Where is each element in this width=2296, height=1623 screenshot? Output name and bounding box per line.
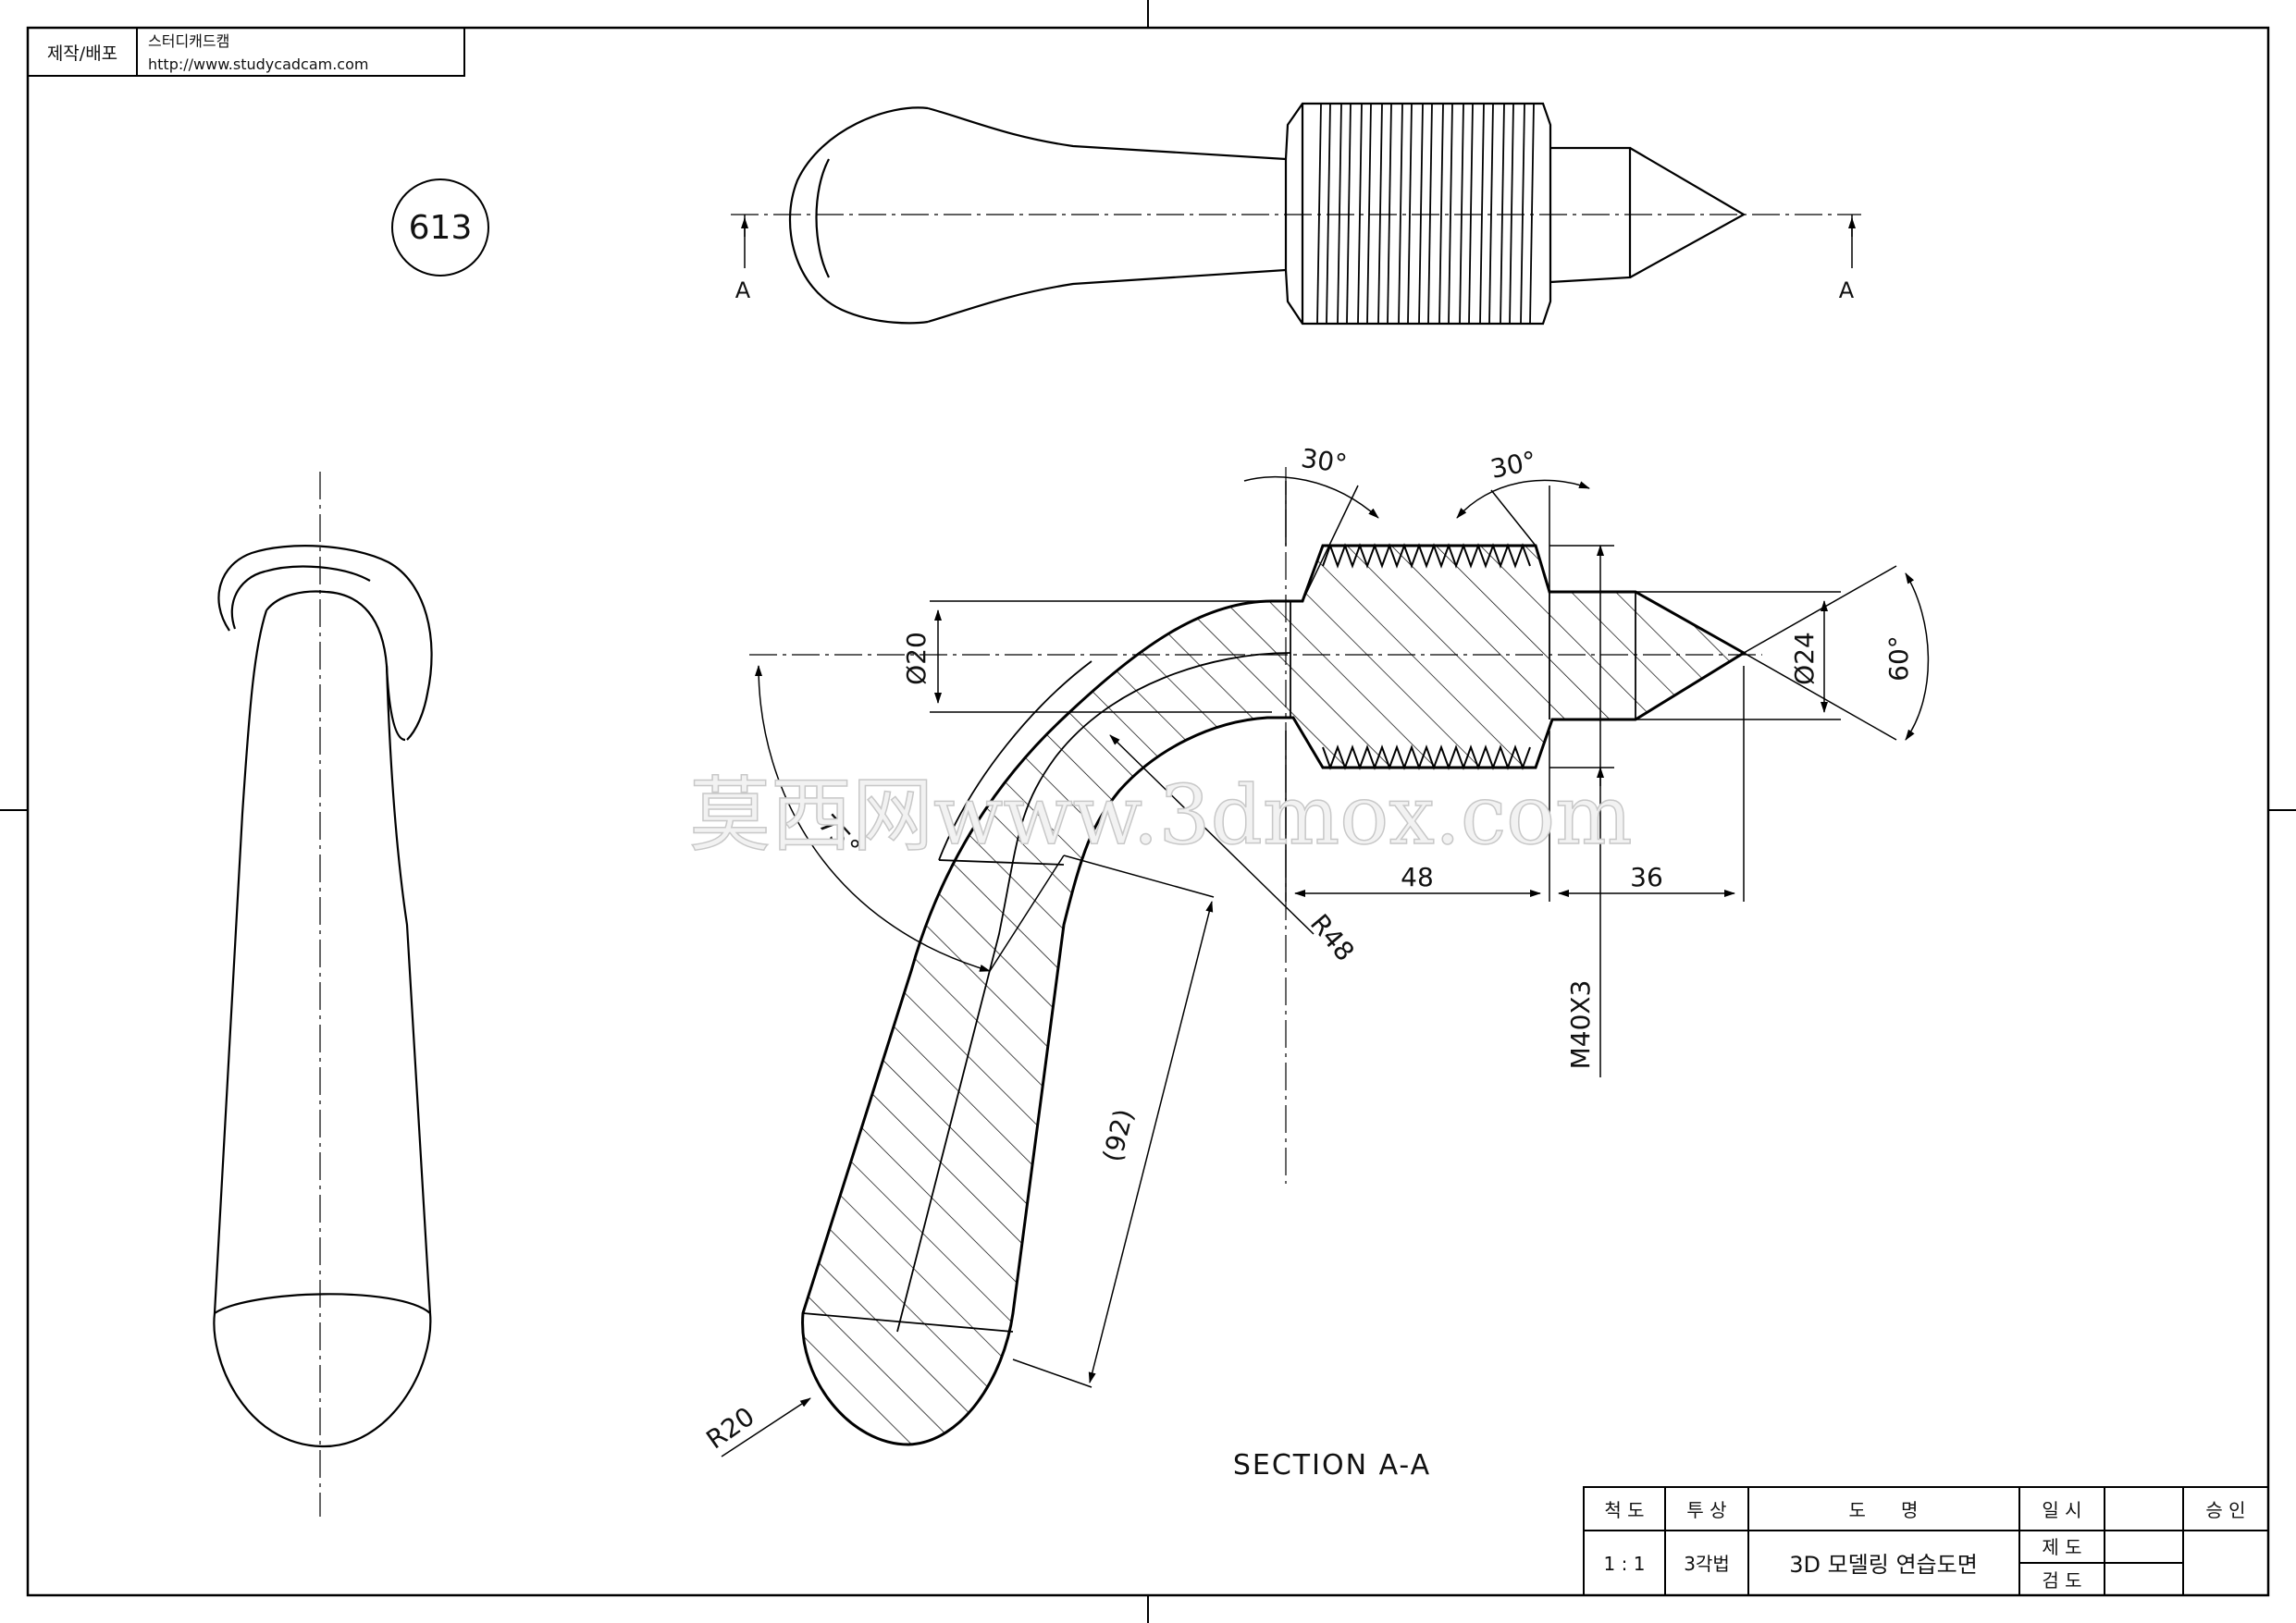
watermark: 莫西网www.3dmox.com [689,768,1633,863]
dim-30-left-label: 30° [1299,443,1349,480]
drawing-number: 613 [409,209,473,247]
tb-drawing-name: 3D 모델링 연습도면 [1789,1552,1978,1578]
header-box: 제작/배포 스터디캐드캠 http://www.studycadcam.com [27,27,465,77]
dim-angle-60 [1743,565,1930,741]
tb-drafted-label: 제 도 [2042,1536,2081,1558]
tb-projection-value: 3각법 [1684,1553,1730,1575]
dim-dia-24 [1636,591,1841,720]
dim-angle-75 [755,665,1065,972]
dim-r48-label: R48 [1304,908,1361,966]
section-internal-lines [802,592,1636,1333]
dim-thread [1549,545,1614,1077]
dim-48-label: 48 [1401,862,1434,892]
section-body [801,544,1747,1446]
thread-profile-bottom [1322,744,1531,770]
dim-radius-48 [1109,734,1315,935]
dim-30-right-label: 30° [1487,445,1538,485]
thread-lines [1316,103,1535,325]
dim-dia-24-label: Ø24 [1789,632,1820,685]
tb-scale-header: 척 도 [1604,1499,1644,1521]
dim-len-48-36 [1285,666,1745,902]
dim-36-label: 36 [1630,862,1663,892]
dim-len-92 [1012,855,1215,1388]
tb-approval-header: 승 인 [2205,1499,2245,1521]
tb-checked-label: 검 도 [2042,1569,2081,1592]
drawing-number-badge: 613 [391,178,489,277]
section-mark-right: A [1839,277,1855,303]
header-label: 제작/배포 [47,43,117,64]
section-view: 30° 30° Ø20 Ø24 60° [701,443,1930,1457]
dim-dia-20-label: Ø20 [901,632,932,685]
top-view [731,102,1861,326]
tb-name-header: 도 명 [1849,1499,1919,1521]
dim-r20-label: R20 [701,1401,760,1456]
title-block [1583,1486,2269,1596]
tb-date-header: 일 시 [2042,1499,2081,1521]
side-view [213,472,433,1517]
header-company: 스터디캐드캠 [148,32,229,50]
dim-angle-30-right [1456,479,1590,592]
dim-radius-20 [721,1397,811,1457]
header-url[interactable]: http://www.studycadcam.com [148,55,368,73]
dim-60-label: 60° [1883,635,1914,682]
dim-92-label: (92) [1097,1106,1140,1165]
thread-profile-top [1322,543,1531,569]
dim-angle-30-left [1243,476,1379,602]
tb-projection-header: 투 상 [1686,1499,1726,1521]
tb-scale-value: 1 : 1 [1604,1553,1646,1575]
section-mark-left: A [735,277,751,303]
dim-thread-label: M40X3 [1565,980,1596,1070]
section-title: SECTION A-A [1233,1449,1431,1482]
